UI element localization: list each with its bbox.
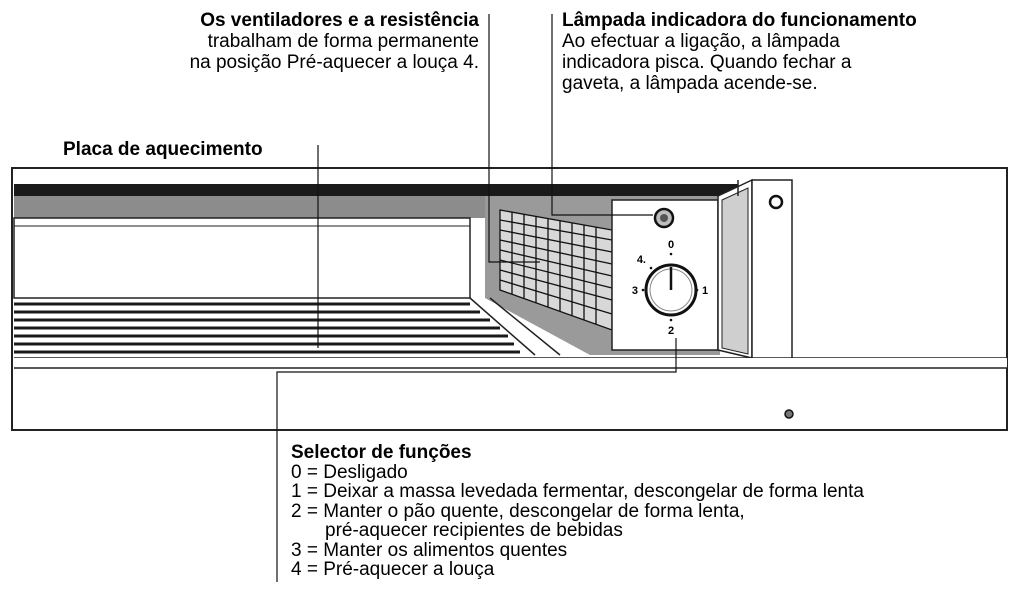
- heating-plate-ribs: [14, 302, 520, 354]
- lamp-line-1: Ao efectuar a ligação, a lâmpada: [562, 31, 840, 52]
- knob-label-1: 1: [702, 285, 708, 297]
- selector-leader: [276, 338, 677, 582]
- selector-item-4: 4 = Pré-aquecer a louça: [291, 559, 495, 580]
- selector-item-0: 0 = Desligado: [291, 461, 408, 483]
- selector-item-1: 1 = Deixar a massa levedada fermentar, d…: [291, 481, 864, 502]
- knob-label-3: 3: [632, 285, 638, 297]
- panel-frame-inner: [721, 187, 749, 355]
- screw-icon: [768, 194, 784, 210]
- lamp-callout: Lâmpada indicadora do funcionamento Ao e…: [562, 10, 917, 94]
- selector-item-3: 3 = Manter os alimentos quentes: [291, 539, 568, 561]
- fans-title: Os ventiladores e a resistência: [200, 10, 479, 31]
- leader-lines: [276, 14, 677, 582]
- fan-grille: [499, 209, 613, 331]
- lamp-line-3: gaveta, a lâmpada acende-se.: [562, 73, 818, 94]
- drawer-top-rim: [14, 184, 738, 196]
- lamp-title: Lâmpada indicadora do funcionamento: [562, 10, 917, 31]
- side-block: [751, 179, 793, 359]
- front-panel: [14, 358, 1007, 368]
- knob-tick-marks: [641, 252, 699, 322]
- knob-label-0: 0: [668, 239, 674, 251]
- cavity-panel: [13, 217, 471, 299]
- knob-label-2: 2: [668, 325, 674, 337]
- selector-callout: Selector de funções 0 = Desligado 1 = De…: [291, 443, 864, 580]
- fans-callout: Os ventiladores e a resistência trabalha…: [190, 10, 479, 73]
- front-screw-icon: [784, 409, 794, 419]
- lamp-leader: [551, 14, 653, 216]
- selector-item-2: 2 = Manter o pão quente, descongelar de …: [291, 500, 745, 522]
- fans-leader: [488, 14, 540, 263]
- plate-callout: Placa de aquecimento: [63, 139, 263, 160]
- fans-line-2: na posição Pré-aquecer a louça 4.: [189, 52, 479, 73]
- selector-item-2-cont: pré-aquecer recipientes de bebidas: [325, 520, 623, 541]
- lamp-line-2: indicadora pisca. Quando fechar a: [562, 52, 852, 73]
- selector-title: Selector de funções: [291, 442, 472, 463]
- indicator-lamp-center: [660, 214, 668, 222]
- knob-label-4: 4.: [637, 254, 646, 266]
- fans-line-1: trabalham de forma permanente: [207, 31, 479, 52]
